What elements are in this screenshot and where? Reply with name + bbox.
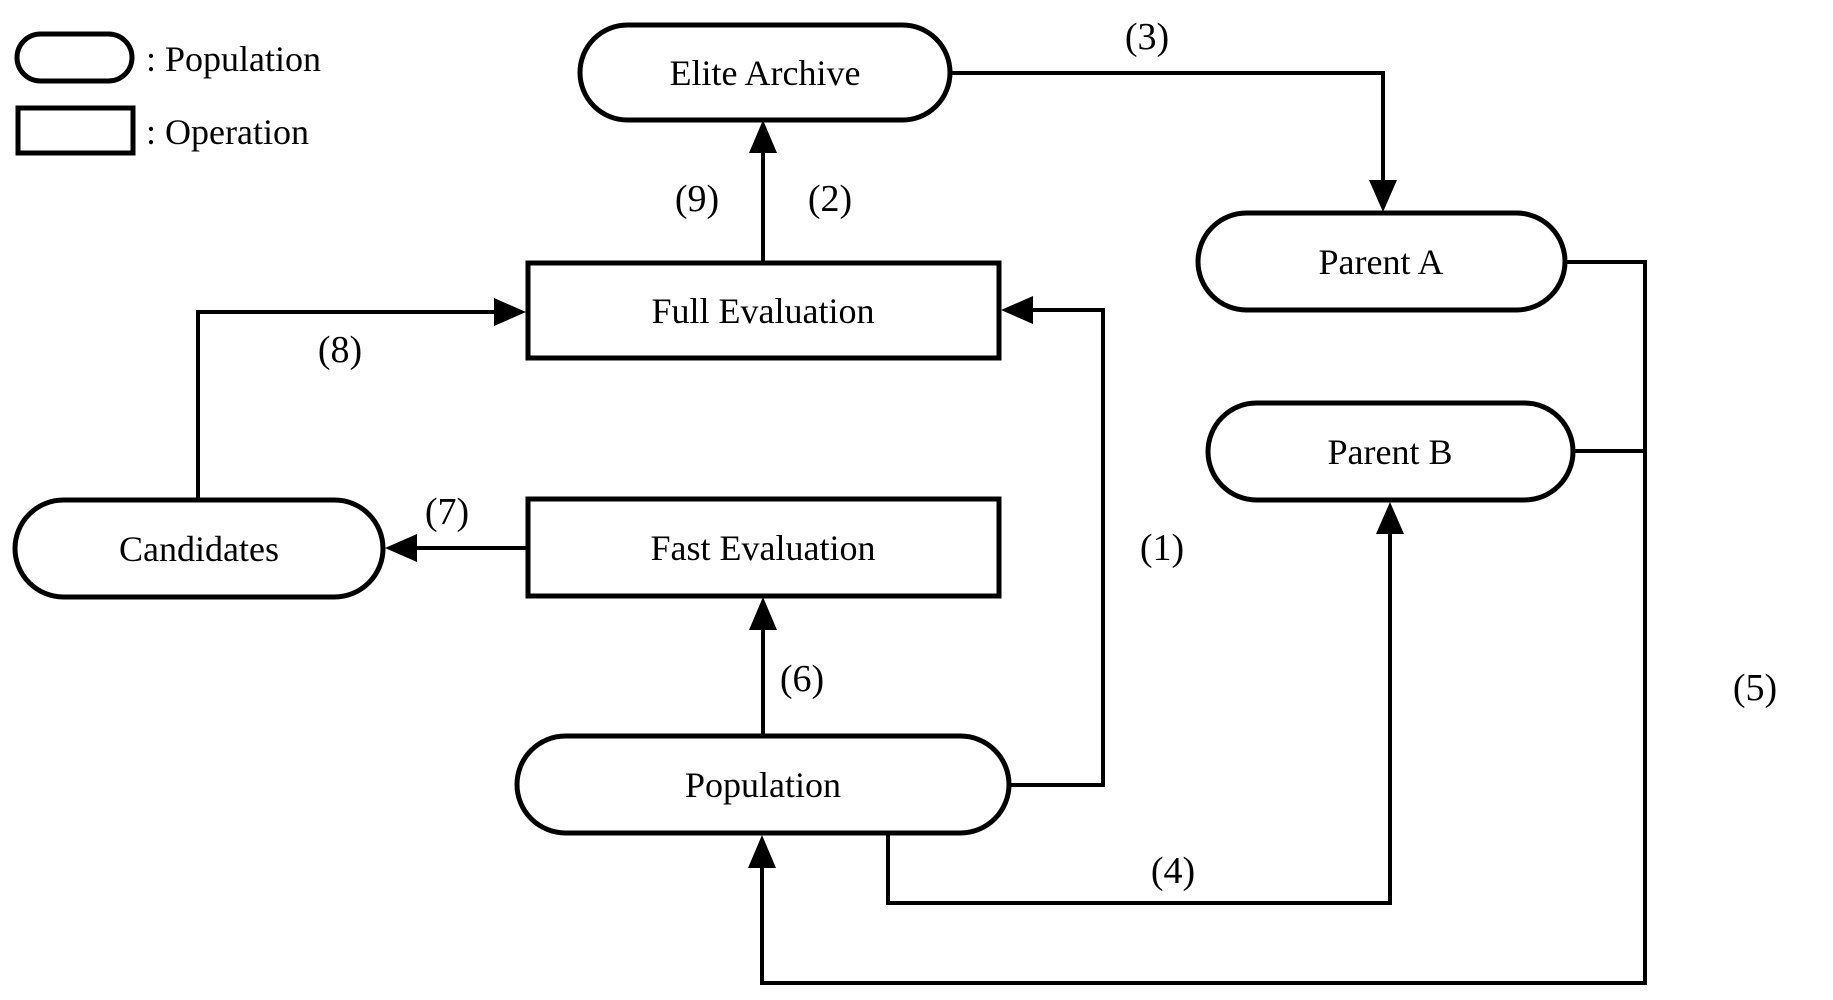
edge-4-line <box>886 531 1392 905</box>
parent-b-label: Parent B <box>1328 432 1453 472</box>
parent-a-shape <box>1195 210 1568 313</box>
edge-3-arrowhead-down <box>1369 180 1397 212</box>
edge-2-label: (2) <box>808 178 852 220</box>
full-evaluation-label: Full Evaluation <box>652 291 875 331</box>
edge-7-arrowhead-left <box>385 534 417 562</box>
edge-5-arrowhead-up <box>748 835 776 868</box>
population-label: Population <box>685 765 841 805</box>
legend: : Population : Operation <box>14 31 321 156</box>
legend-population-shape <box>14 31 135 84</box>
edge-4-label: (4) <box>1151 850 1195 892</box>
edge-8-label: (8) <box>318 329 362 371</box>
edge-5-label: (5) <box>1733 667 1777 709</box>
legend-operation-shape <box>15 105 136 156</box>
fast-evaluation-label: Fast Evaluation <box>651 528 876 568</box>
node-parent-b: Parent B <box>1205 400 1576 503</box>
node-parent-a: Parent A <box>1195 210 1568 313</box>
node-fast-evaluation: Fast Evaluation <box>525 496 1002 599</box>
edge-2-9-arrowhead-up <box>749 120 777 153</box>
node-full-evaluation: Full Evaluation <box>525 260 1002 361</box>
edge-7-label: (7) <box>425 491 469 533</box>
edge-8-line <box>196 310 497 500</box>
parent-b-shape <box>1205 400 1576 503</box>
candidates-label: Candidates <box>119 529 279 569</box>
edge-1-label: (1) <box>1140 527 1184 569</box>
full-evaluation-shape <box>525 260 1002 361</box>
edge-labels: (9) (2) (3) (1) (8) (7) (6) (4) (5) <box>318 16 1777 892</box>
node-population: Population <box>514 733 1012 836</box>
edge-8-arrowhead-right <box>494 298 526 326</box>
legend-operation-label: : Operation <box>146 112 309 152</box>
population-shape <box>514 733 1012 836</box>
edge-6-label: (6) <box>780 658 824 700</box>
elite-archive-shape <box>577 22 953 123</box>
edge-6-arrowhead-up <box>749 597 777 630</box>
node-candidates: Candidates <box>12 497 386 600</box>
edges <box>196 71 1647 985</box>
edge-5-line <box>760 260 1647 985</box>
node-elite-archive: Elite Archive <box>577 22 953 123</box>
parent-a-label: Parent A <box>1319 242 1444 282</box>
edge-9-label: (9) <box>675 178 719 220</box>
edge-4-arrowhead-up <box>1376 502 1404 534</box>
edge-3-label: (3) <box>1125 16 1169 58</box>
elite-archive-label: Elite Archive <box>670 53 861 93</box>
edge-1-arrowhead-left <box>1001 296 1033 324</box>
edge-3-line <box>950 71 1385 182</box>
edge-1-line <box>1009 308 1105 787</box>
legend-population-label: : Population <box>146 39 321 79</box>
fast-evaluation-shape <box>525 496 1002 599</box>
candidates-shape <box>12 497 386 600</box>
